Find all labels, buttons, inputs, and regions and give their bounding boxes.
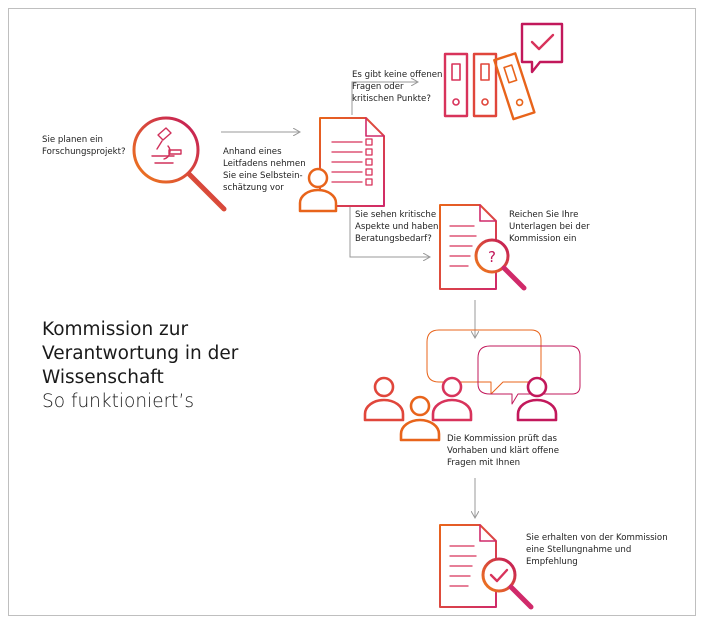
page-subtitle: So funktioniert’s <box>42 391 194 412</box>
document-question-icon: ? <box>439 204 527 291</box>
step-critical-label: Sie sehen kritische Aspekte und haben Be… <box>355 210 439 244</box>
magnifier-microscope-icon <box>132 116 227 212</box>
step-self-assessment-label: Anhand eines Leitfadens nehmen Sie eine … <box>223 147 306 193</box>
page-title: Kommission zur Verantwortung in der Wiss… <box>42 318 238 390</box>
document-check-icon <box>439 524 534 610</box>
title-line-1: Kommission zur <box>42 319 189 340</box>
flow-arrows <box>221 82 475 518</box>
title-line-3: Wissenschaft <box>42 367 164 388</box>
step-no-issues-label: Es gibt keine offenen Fragen oder kritis… <box>352 70 443 104</box>
step-start-label: Sie planen ein Forschungsprojekt? <box>42 135 126 157</box>
diagram-frame <box>8 8 696 616</box>
step-result-label: Sie erhalten von der Kommission eine Ste… <box>526 533 668 567</box>
title-line-2: Verantwortung in der <box>42 343 239 364</box>
step-review-label: Die Kommission prüft das Vorhaben und kl… <box>447 434 560 468</box>
step-submit-label: Reichen Sie Ihre Unterlagen bei der Komm… <box>509 210 590 244</box>
checklist-person-icon <box>298 117 385 213</box>
svg-text:?: ? <box>488 248 496 266</box>
discussion-group-icon <box>363 329 581 442</box>
binders-check-icon <box>443 22 564 121</box>
